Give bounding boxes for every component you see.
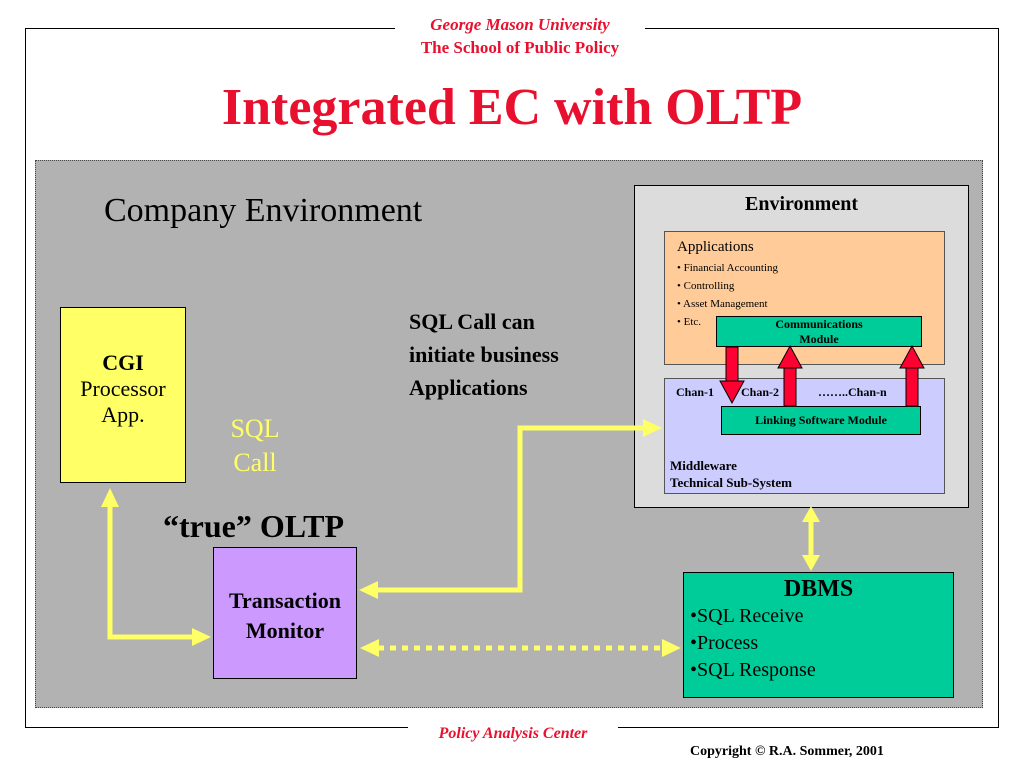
arrowhead-right-icon [662, 639, 681, 657]
dbms-item: •SQL Receive [690, 605, 804, 627]
sql-call-line1: SQL [230, 414, 280, 443]
tm-line2: Monitor [245, 618, 325, 643]
school-label: The School of Public Policy [420, 38, 620, 57]
middleware-box [664, 378, 945, 494]
chan-n-label: ……..Chan-n [818, 385, 887, 399]
app-item: • Financial Accounting [677, 262, 778, 274]
slide-title: Integrated EC with OLTP [221, 79, 803, 136]
transaction-monitor-box: Transaction Monitor [213, 547, 357, 679]
company-environment-label: Company Environment [104, 192, 423, 229]
footer-center-label: Policy Analysis Center [438, 725, 588, 742]
tm-line1: Transaction [228, 588, 342, 613]
arrowhead-up-icon [101, 488, 119, 507]
applications-heading: Applications [677, 239, 754, 255]
copyright-label: Copyright © R.A. Sommer, 2001 [690, 744, 884, 759]
sql-note-line2: initiate business [409, 342, 559, 367]
arrowhead-left-icon [359, 581, 378, 599]
arrowhead-up-icon [802, 506, 820, 522]
app-item: • Asset Management [677, 298, 768, 310]
arrowhead-right-icon [643, 419, 662, 437]
comm-line2: Module [799, 332, 839, 346]
middleware-label: Middleware Technical Sub-System [670, 457, 792, 491]
chan-1-label: Chan-1 [676, 385, 715, 399]
header-gap [395, 18, 645, 40]
cgi-label: CGI [102, 350, 144, 375]
dbms-item: •SQL Response [690, 659, 816, 681]
footer-gap [408, 720, 618, 738]
middleware-line1: Middleware [670, 458, 737, 473]
chan-2-label: Chan-2 [741, 385, 780, 399]
cgi-app-label: App. [101, 402, 145, 427]
dbms-item: •Process [690, 632, 759, 654]
tm-middleware-connector [370, 425, 650, 593]
sql-call-line2: Call [233, 448, 277, 477]
comm-line1: Communications [775, 317, 863, 331]
communications-module: Communications Module [716, 316, 922, 347]
channel-arrow-down-icon [719, 346, 745, 405]
dbms-title: DBMS [783, 576, 854, 602]
sql-note-line3: Applications [409, 375, 528, 400]
arrowhead-right-icon [192, 628, 211, 646]
linking-software-module: Linking Software Module [721, 406, 921, 435]
cgi-tm-connector [107, 495, 200, 640]
arrowhead-down-icon [802, 555, 820, 571]
app-item: • Etc. [677, 316, 702, 328]
app-item: • Controlling [677, 280, 735, 292]
true-oltp-label: “true” OLTP [163, 508, 345, 544]
arrowhead-left-icon [360, 639, 379, 657]
environment-title: Environment [745, 193, 858, 215]
cgi-processor-label: Processor [80, 376, 166, 401]
dbms-box: DBMS •SQL Receive •Process •SQL Response [683, 572, 954, 698]
channel-arrow-up-icon [899, 344, 925, 407]
university-label: George Mason University [430, 15, 610, 34]
sql-call-label: SQL Call [210, 412, 300, 480]
sql-call-note: SQL Call can initiate business Applicati… [409, 305, 629, 404]
channel-arrow-up-icon [777, 344, 803, 407]
middleware-line2: Technical Sub-System [670, 475, 792, 490]
cgi-processor-box: CGI Processor App. [60, 307, 186, 483]
sql-note-line1: SQL Call can [409, 309, 535, 334]
